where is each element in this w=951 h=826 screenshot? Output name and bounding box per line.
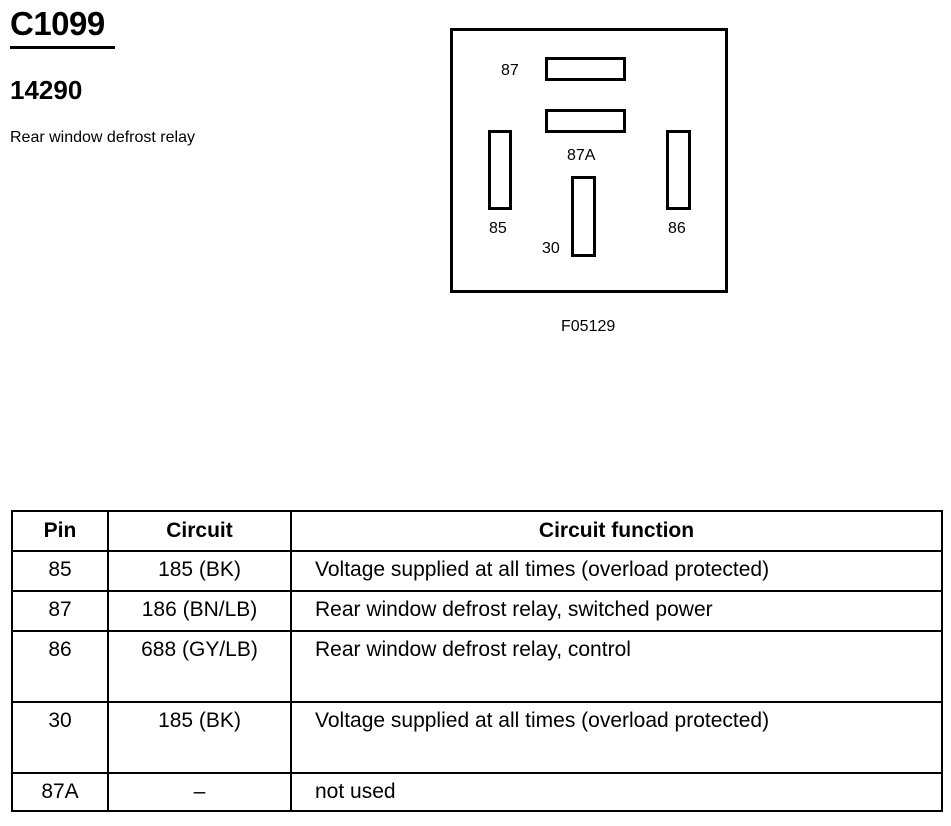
function-cell: Rear window defrost relay, switched powe… — [290, 590, 943, 632]
terminal-label-87a: 87A — [567, 147, 596, 164]
pin-cell: 87 — [11, 590, 109, 632]
pin-cell: 87A — [11, 772, 109, 812]
terminal-30 — [571, 176, 596, 257]
circuit-cell: 185 (BK) — [107, 701, 292, 774]
terminal-label-85: 85 — [489, 220, 507, 237]
terminal-label-86: 86 — [668, 220, 686, 237]
circuit-cell: 688 (GY/LB) — [107, 630, 292, 703]
connector-id: C1099 — [10, 5, 105, 42]
title-underline — [10, 46, 115, 49]
terminal-87 — [545, 57, 626, 81]
table-header-row: Pin Circuit Circuit function — [11, 510, 943, 552]
table-row: 87A – not used — [11, 772, 943, 812]
table-row: 85 185 (BK) Voltage supplied at all time… — [11, 550, 943, 592]
pinout-table: Pin Circuit Circuit function 85 185 (BK)… — [11, 510, 943, 812]
function-cell: Voltage supplied at all times (overload … — [290, 701, 943, 774]
circuit-cell: – — [107, 772, 292, 812]
pin-cell: 86 — [11, 630, 109, 703]
function-cell: Voltage supplied at all times (overload … — [290, 550, 943, 592]
terminal-label-87: 87 — [501, 62, 519, 79]
circuit-cell: 185 (BK) — [107, 550, 292, 592]
terminal-label-30: 30 — [542, 240, 560, 257]
pin-cell: 30 — [11, 701, 109, 774]
table-row: 87 186 (BN/LB) Rear window defrost relay… — [11, 590, 943, 632]
circuit-cell: 186 (BN/LB) — [107, 590, 292, 632]
figure-id: F05129 — [561, 318, 616, 335]
column-header-pin: Pin — [11, 510, 109, 552]
table-row: 86 688 (GY/LB) Rear window defrost relay… — [11, 630, 943, 703]
function-cell: not used — [290, 772, 943, 812]
connector-face-diagram: 87 87A 85 30 86 — [450, 28, 728, 293]
pin-cell: 85 — [11, 550, 109, 592]
component-description: Rear window defrost relay — [10, 129, 195, 146]
terminal-85 — [488, 130, 512, 210]
terminal-86 — [666, 130, 691, 210]
table-row: 30 185 (BK) Voltage supplied at all time… — [11, 701, 943, 774]
column-header-circuit: Circuit — [107, 510, 292, 552]
terminal-87a — [545, 109, 626, 133]
column-header-circuit-function: Circuit function — [290, 510, 943, 552]
function-cell: Rear window defrost relay, control — [290, 630, 943, 703]
part-number: 14290 — [10, 75, 83, 105]
